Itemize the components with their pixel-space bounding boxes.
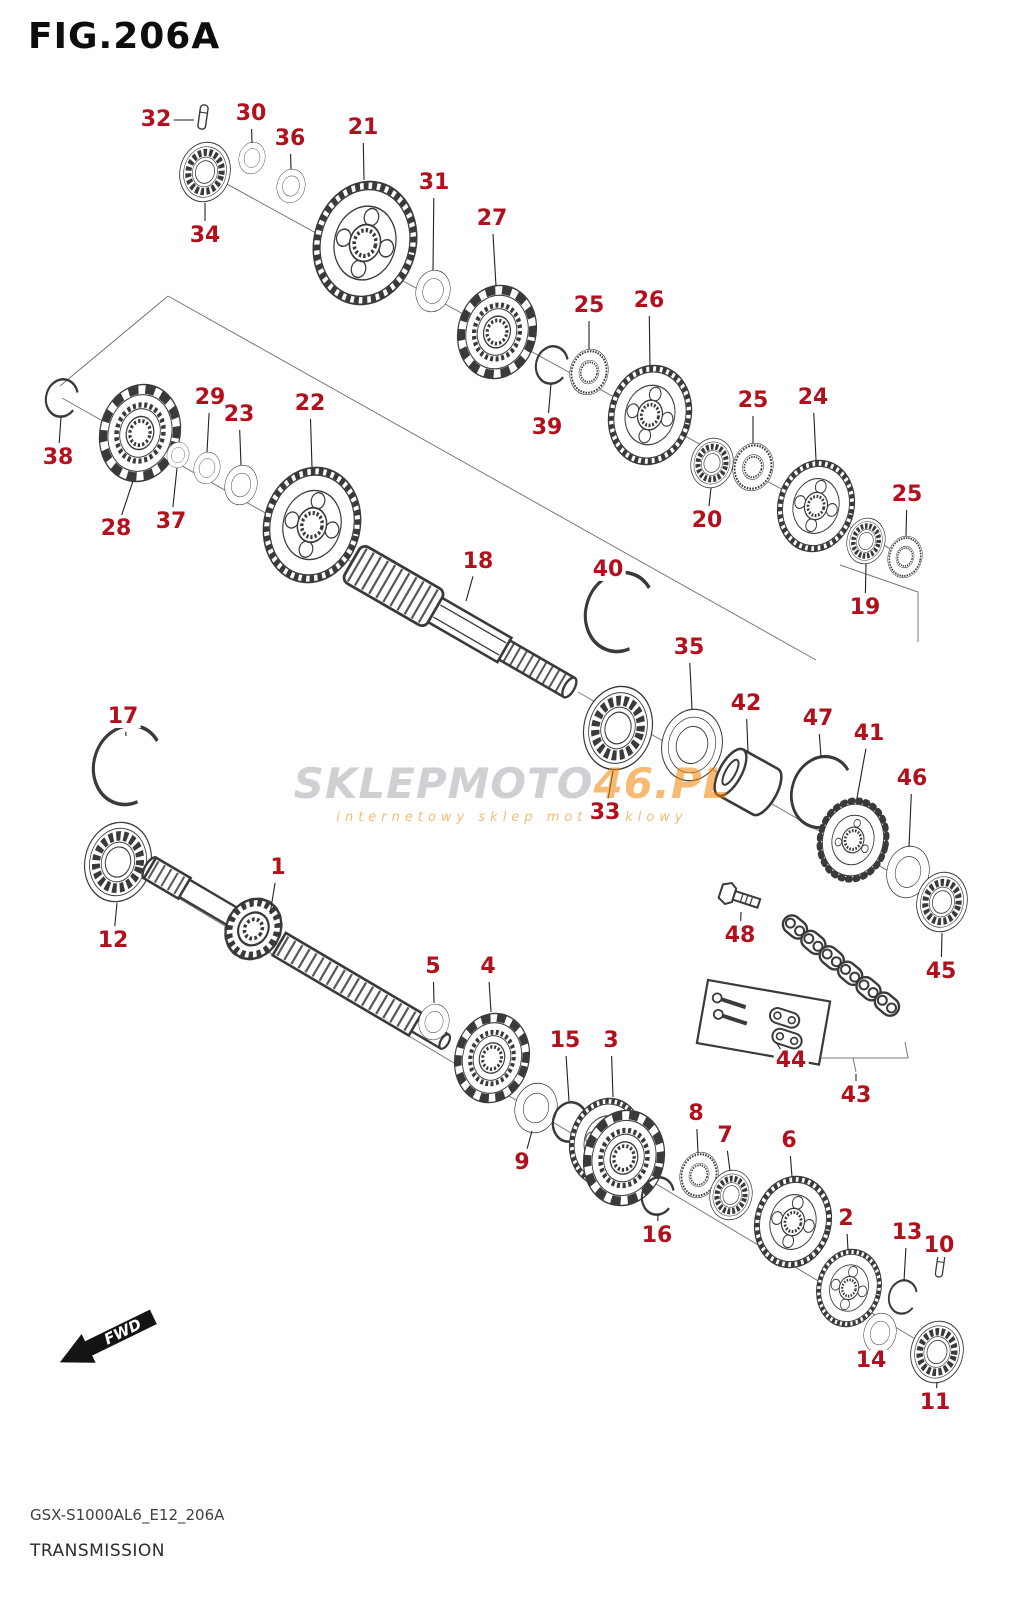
part-29-washer xyxy=(190,449,224,487)
part-13-snap-ring xyxy=(884,1276,920,1318)
part-17-half-ring xyxy=(81,714,162,812)
part-36-spacer xyxy=(273,165,309,207)
figure-title: FIG.206A xyxy=(28,16,221,57)
part-39-snap-ring xyxy=(530,341,572,388)
part-34-bearing xyxy=(173,137,236,207)
part-48-bolt xyxy=(717,881,762,909)
part-21-gear xyxy=(301,171,430,316)
fwd-label: FWD xyxy=(101,1315,144,1348)
part-11-bearing xyxy=(904,1316,969,1389)
part-25-lock-washer-a xyxy=(563,344,615,400)
part-23-washer xyxy=(220,461,262,509)
part-code: GSX-S1000AL6_E12_206A xyxy=(30,1506,225,1524)
part-26-gear xyxy=(598,357,702,474)
part-10-pin xyxy=(934,1253,946,1279)
part-1-input-shaft xyxy=(141,855,452,1051)
part-25-lock-washer-b xyxy=(726,437,780,497)
part-18-countershaft xyxy=(342,544,578,699)
part-32-pin xyxy=(196,103,210,131)
part-25-lock-washer-c xyxy=(882,531,928,583)
leader-lines xyxy=(58,119,943,1389)
part-28-gear-hub xyxy=(89,376,190,490)
part-20-bearing xyxy=(686,434,739,493)
part-6-gear xyxy=(745,1168,841,1276)
part-38-snap-ring xyxy=(40,374,82,421)
part-44-chain-joint-kit xyxy=(695,978,832,1066)
figure-name: TRANSMISSION xyxy=(30,1541,166,1561)
part-30-washer xyxy=(235,139,269,177)
part-41-sprocket xyxy=(808,790,899,891)
fwd-arrow: FWD xyxy=(59,1309,157,1363)
part-31-washer xyxy=(411,266,455,316)
part-42-spacer xyxy=(713,747,783,817)
part-27-gear-hub xyxy=(448,277,546,387)
part-33-bearing xyxy=(575,679,661,777)
footer: GSX-S1000AL6_E12_206A TRANSMISSION xyxy=(30,1506,224,1561)
part-40-half-ring xyxy=(573,561,654,659)
